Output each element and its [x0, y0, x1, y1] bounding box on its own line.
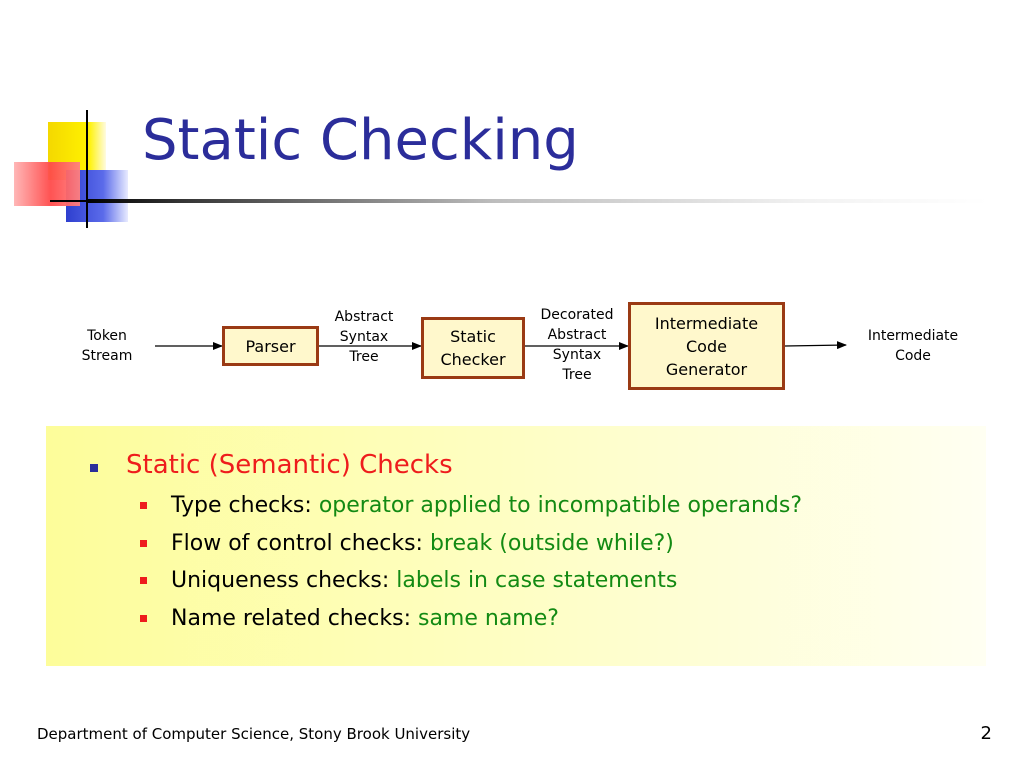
parser-box: Parser: [222, 326, 319, 366]
title-underline: [88, 199, 988, 203]
item-detail: labels in case statements: [396, 568, 678, 593]
logo-vertical-line: [86, 110, 88, 228]
label-decorated-ast: Decorated Abstract Syntax Tree: [540, 307, 614, 383]
red-square-bullet: [140, 540, 147, 547]
red-square-bullet: [140, 577, 147, 584]
content-heading: Static (Semantic) Checks: [126, 450, 453, 480]
blue-square-bullet: [90, 464, 98, 472]
item-lead: Name related checks:: [171, 606, 418, 631]
heading-text: Static (Semantic) Checks: [126, 450, 453, 480]
item-detail: operator applied to incompatible operand…: [318, 493, 802, 518]
decorative-logo: [0, 0, 140, 230]
red-square: [14, 162, 80, 206]
red-square-bullet: [140, 502, 147, 509]
arrow-icg-to-code: [784, 341, 847, 350]
item-lead: Flow of control checks:: [171, 531, 430, 556]
diagram-arrows: [155, 341, 847, 350]
static-checker-box: Static Checker: [421, 317, 525, 379]
label-intermediate-code: Intermediate Code: [867, 328, 959, 364]
label-token-stream: Token Stream: [81, 328, 133, 364]
page-number: 2: [980, 723, 992, 744]
red-square-bullet: [140, 615, 147, 622]
label-abstract-syntax-tree: Abstract Syntax Tree: [334, 309, 394, 365]
item-lead: Uniqueness checks:: [171, 568, 397, 593]
item-detail: break (outside while?): [429, 531, 674, 556]
intermediate-code-generator-box: Intermediate Code Generator: [628, 302, 785, 390]
slide-footer: Department of Computer Science, Stony Br…: [37, 725, 471, 743]
item-lead: Type checks:: [171, 493, 319, 518]
logo-horizontal-line: [50, 200, 90, 202]
content-panel: [46, 426, 986, 666]
slide-title: Static Checking: [142, 108, 579, 173]
pipeline-diagram: Token Stream Abstract Syntax Tree Decora…: [0, 290, 1024, 400]
item-detail: same name?: [417, 606, 559, 631]
